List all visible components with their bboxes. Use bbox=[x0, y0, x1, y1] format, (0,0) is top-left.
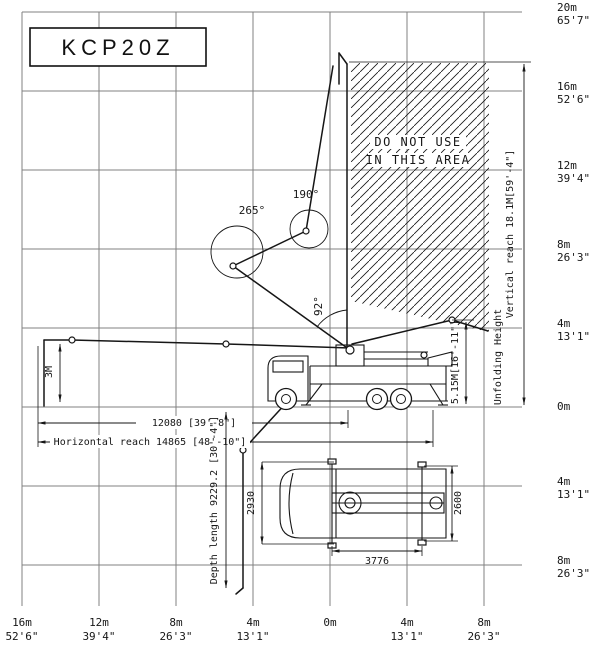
angle-arc-190 bbox=[289, 209, 329, 249]
right-axis-metric: 4m bbox=[557, 317, 571, 330]
dimensions-side-view: 3M 12080 [39'-8"] Horizontal reach 14865… bbox=[37, 61, 531, 589]
right-axis-imperial: 65'7" bbox=[557, 14, 590, 27]
boom-horizontal-outer bbox=[71, 339, 227, 345]
boom-joint bbox=[222, 340, 230, 348]
bottom-axis-metric: 4m bbox=[246, 616, 260, 629]
warning-text-bg bbox=[370, 135, 466, 149]
boom-section2-folded bbox=[232, 230, 307, 267]
right-axis-imperial: 13'1" bbox=[557, 488, 590, 501]
boom-span-label: 12080 [39'-8"] bbox=[152, 418, 236, 429]
boom-horizontal-inner bbox=[225, 343, 351, 349]
restricted-area: DO NOT USE IN THIS AREA bbox=[351, 63, 489, 332]
dim-label-bg bbox=[50, 435, 250, 448]
boom-pedestal bbox=[335, 344, 365, 367]
warning-line1: DO NOT USE bbox=[374, 135, 461, 149]
model-title: KCP20Z bbox=[61, 35, 174, 60]
boom-joint bbox=[229, 262, 237, 270]
boom-depth-tip bbox=[235, 587, 244, 595]
front-spread-label: 2930 bbox=[246, 491, 257, 515]
bottom-axis-imperial: 26'3" bbox=[159, 630, 192, 643]
boom-unfold-right2 bbox=[451, 319, 489, 332]
top-view-body bbox=[279, 468, 447, 539]
right-axis: 20m 65'7" 16m 52'6" 12m 39'4" 8m 26'3" 4… bbox=[557, 1, 590, 580]
bottom-axis-imperial: 39'4" bbox=[82, 630, 115, 643]
bottom-axis: 16m 52'6" 12m 39'4" 8m 26'3" 4m 13'1" 0m… bbox=[5, 616, 500, 643]
truck-cab-window bbox=[272, 360, 304, 373]
title-frame bbox=[29, 27, 207, 67]
right-axis-imperial: 39'4" bbox=[557, 172, 590, 185]
warning-text-bg bbox=[368, 153, 468, 167]
right-axis-metric: 4m bbox=[557, 475, 571, 488]
outrigger-pad bbox=[417, 539, 427, 546]
boom-range-side-view: 265° 190° 92° bbox=[43, 52, 489, 595]
horizontal-reach-label: Horizontal reach 14865 [48'-10"] bbox=[54, 437, 247, 448]
rear-wheel-hub bbox=[396, 394, 406, 404]
end-hose-label: 3M bbox=[44, 366, 55, 378]
bottom-axis-metric: 4m bbox=[400, 616, 414, 629]
top-view-turret bbox=[338, 491, 362, 515]
right-axis-imperial: 52'6" bbox=[557, 93, 590, 106]
truck-side-view bbox=[267, 344, 453, 411]
bottom-axis-metric: 8m bbox=[169, 616, 183, 629]
angle-arc-92 bbox=[316, 309, 348, 328]
top-view-windshield bbox=[288, 472, 294, 535]
boom-section1-raised bbox=[232, 265, 351, 351]
warning-line2: IN THIS AREA bbox=[366, 153, 471, 167]
depth-length-label: Depth length 9229.2 [30'-4"] bbox=[209, 416, 220, 585]
boom-unfold-right1 bbox=[351, 319, 453, 345]
title-box: KCP20Z bbox=[29, 27, 207, 67]
hopper bbox=[427, 351, 453, 367]
top-view-boom-tip bbox=[429, 496, 443, 510]
boom-section3-raised bbox=[305, 65, 334, 232]
bottom-axis-metric: 8m bbox=[477, 616, 491, 629]
outrigger-distance-label: 3776 bbox=[365, 556, 389, 567]
right-axis-imperial: 26'3" bbox=[557, 567, 590, 580]
front-outrigger-side bbox=[305, 383, 323, 406]
right-axis-imperial: 26'3" bbox=[557, 251, 590, 264]
boom-joint bbox=[302, 227, 310, 235]
dim-label-bg bbox=[136, 416, 252, 429]
right-axis-metric: 12m bbox=[557, 159, 577, 172]
right-axis-metric: 8m bbox=[557, 554, 571, 567]
rear-spread-label: 2600 bbox=[453, 491, 464, 515]
outrigger-pad bbox=[327, 458, 337, 465]
top-view-turret-center bbox=[344, 497, 356, 509]
front-wheel-hub bbox=[281, 394, 291, 404]
boom-joint bbox=[68, 336, 76, 344]
angle-265-label: 265° bbox=[239, 204, 266, 217]
right-axis-metric: 0m bbox=[557, 400, 571, 413]
bottom-axis-imperial: 13'1" bbox=[236, 630, 269, 643]
unfolding-height-caption: Unfolding Height bbox=[493, 309, 504, 405]
right-axis-metric: 8m bbox=[557, 238, 571, 251]
angle-190-label: 190° bbox=[293, 188, 320, 201]
bottom-axis-imperial: 26'3" bbox=[467, 630, 500, 643]
rear-wheel-hub bbox=[372, 394, 382, 404]
bottom-axis-metric: 12m bbox=[89, 616, 109, 629]
right-axis-metric: 16m bbox=[557, 80, 577, 93]
boom-mast-tip bbox=[338, 52, 348, 65]
bottom-axis-imperial: 52'6" bbox=[5, 630, 38, 643]
boom-turret-pivot bbox=[345, 345, 355, 355]
right-axis-metric: 20m bbox=[557, 1, 577, 14]
dimensions-top-view: 2930 2600 3776 bbox=[246, 461, 464, 567]
truck-cab bbox=[267, 355, 309, 402]
vertical-reach-label: Vertical reach 18.1M[59'-4"] bbox=[505, 150, 516, 319]
machinery-joint bbox=[420, 351, 428, 359]
outrigger-pad bbox=[417, 461, 427, 468]
unfold-height-label: 5.15M[16'-11"] bbox=[450, 320, 461, 404]
bottom-axis-imperial: 13'1" bbox=[390, 630, 423, 643]
bottom-axis-metric: 16m bbox=[12, 616, 32, 629]
right-axis-imperial: 13'1" bbox=[557, 330, 590, 343]
rear-outrigger-side bbox=[429, 383, 444, 406]
bottom-axis-metric: 0m bbox=[323, 616, 337, 629]
truck-top-view bbox=[279, 458, 447, 549]
restricted-area-hatch bbox=[351, 63, 489, 332]
angle-arc-265 bbox=[210, 225, 264, 279]
angle-92-label: 92° bbox=[312, 296, 325, 316]
